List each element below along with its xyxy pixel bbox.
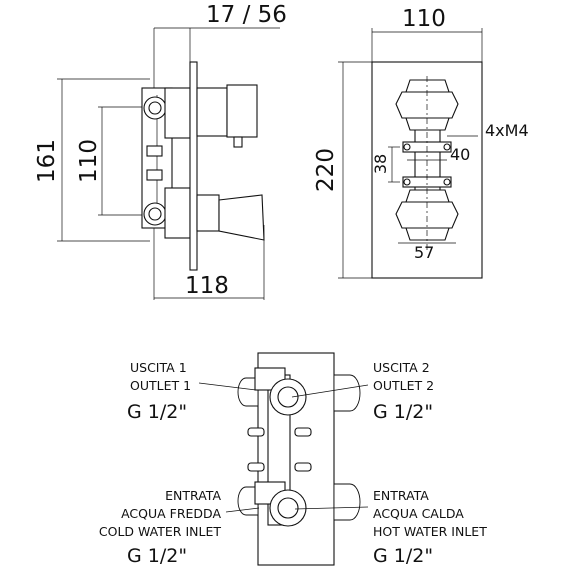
dim-side-width: 118 <box>185 273 229 299</box>
dim-screw-spec: 4xM4 <box>485 121 529 140</box>
dim-side-depth: 17 / 56 <box>206 2 287 28</box>
outlet1-label-it: USCITA 1 <box>130 360 187 375</box>
cold-inlet-label-2: ACQUA FREDDA <box>121 506 221 521</box>
outlet2-label-en: OUTLET 2 <box>373 378 434 393</box>
outlet2-thread: G 1/2" <box>373 401 433 423</box>
front-view <box>338 28 483 279</box>
cold-inlet-label-3: COLD WATER INLET <box>99 524 221 539</box>
dim-inlet-spacing: 57 <box>414 243 434 262</box>
dim-side-inner-height: 110 <box>76 139 102 183</box>
isometric-view <box>198 352 369 566</box>
outlet2-label-it: USCITA 2 <box>373 360 430 375</box>
cold-inlet-thread: G 1/2" <box>127 545 187 567</box>
dim-front-height: 220 <box>313 148 339 192</box>
dim-side-height: 161 <box>34 139 60 183</box>
hot-inlet-label-2: ACQUA CALDA <box>373 506 464 521</box>
dim-hole-width: 40 <box>450 145 470 164</box>
hot-inlet-label-3: HOT WATER INLET <box>373 524 487 539</box>
dim-hole-pitch: 38 <box>371 154 390 174</box>
outlet1-thread: G 1/2" <box>127 401 187 423</box>
hot-inlet-label-1: ENTRATA <box>373 488 429 503</box>
cold-inlet-label-1: ENTRATA <box>165 488 221 503</box>
hot-inlet-thread: G 1/2" <box>373 545 433 567</box>
side-view <box>57 27 280 300</box>
dim-front-width: 110 <box>402 6 446 32</box>
outlet1-label-en: OUTLET 1 <box>130 378 191 393</box>
